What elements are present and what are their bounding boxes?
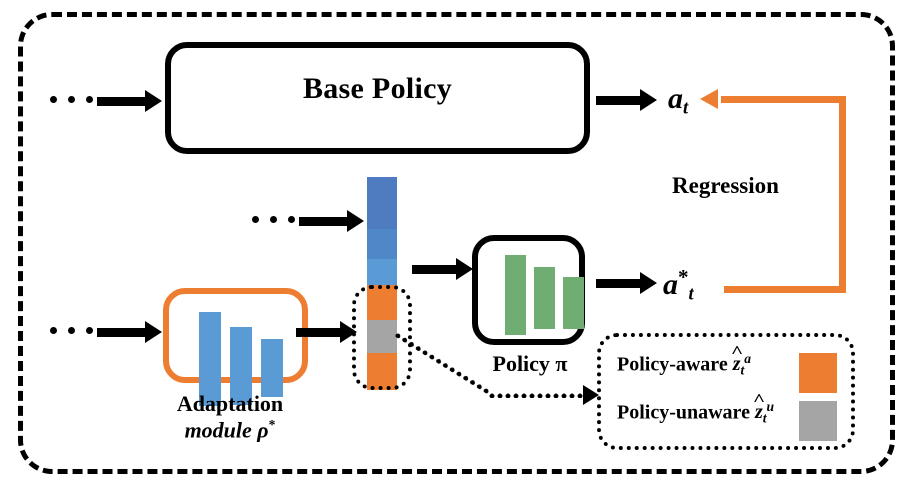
legend-symbol-subscript: t — [762, 410, 767, 426]
arrow-head — [640, 272, 657, 294]
ellipsis-dot — [270, 216, 277, 223]
arrow-into-base-policy — [97, 90, 162, 112]
legend-label: Policy-aware zta — [617, 351, 751, 378]
regression-feedback-arrow — [700, 88, 846, 293]
ellipsis-latent-input — [252, 216, 295, 223]
legend-label-text: Policy-unaware — [617, 401, 755, 424]
arrow-into-adaptation-module — [97, 321, 162, 343]
adaptation-module-label: Adaptation module ρ* — [130, 391, 330, 443]
arrow-shaft — [296, 328, 342, 337]
ellipsis-base-policy-input — [50, 96, 93, 103]
adaptation-bar-1 — [199, 312, 221, 406]
base-action-letter: a — [668, 82, 683, 115]
policy-aware-swatch — [799, 353, 837, 393]
policy-bar-2 — [534, 267, 555, 329]
blue-dark-segment — [367, 177, 397, 229]
ellipsis-dot — [288, 216, 295, 223]
legend-symbol: z — [755, 401, 763, 424]
legend-symbol: z — [733, 353, 741, 376]
adaptation-label-superscript: * — [268, 416, 276, 432]
policy-pi-box[interactable] — [472, 235, 585, 345]
arrow-into-latent-stack — [299, 210, 364, 232]
adaptation-module-box[interactable] — [163, 288, 308, 406]
legend-symbol-superscript: u — [766, 399, 775, 414]
latent-vector-stack — [367, 177, 397, 390]
base-policy-label: Base Policy — [302, 72, 453, 105]
arrow-shaft — [97, 328, 147, 337]
optimal-action-symbol: a*t — [663, 265, 694, 306]
adaptation-label-line1: Adaptation — [176, 391, 284, 416]
callout-diagonal-segment — [393, 330, 492, 395]
ellipsis-dot — [86, 327, 93, 334]
policy-pi-label: Policy π — [492, 351, 568, 376]
policy-unaware-swatch — [799, 401, 837, 441]
optimal-action-letter: a — [663, 268, 678, 302]
arrow-head — [145, 321, 162, 343]
outer-dashed-frame — [18, 12, 895, 474]
adaptation-label-line2: module ρ — [184, 416, 269, 442]
ellipsis-adaptation-input — [50, 327, 93, 334]
ellipsis-dot — [50, 327, 57, 334]
arrow-shaft — [596, 279, 642, 288]
arrow-shaft — [299, 217, 349, 226]
ellipsis-dot — [86, 96, 93, 103]
legend-label: Policy-unaware ztu — [617, 399, 774, 426]
arrow-shaft — [412, 265, 458, 274]
arrow-head — [340, 321, 357, 343]
arrow-policy-to-optimal-action — [596, 272, 658, 294]
arrow-head — [456, 258, 473, 280]
regression-arrow-head — [700, 89, 718, 109]
policy-bar-1 — [505, 255, 526, 335]
arrow-latent-to-policy — [412, 258, 474, 280]
policy-bar-3 — [563, 277, 584, 329]
legend-symbol-superscript: a — [744, 351, 752, 366]
regression-bottom-segment — [724, 286, 846, 293]
arrow-head — [640, 89, 657, 111]
base-policy-box[interactable] — [165, 42, 590, 154]
optimal-action-superscript: * — [678, 265, 689, 289]
regression-top-segment — [721, 96, 839, 103]
blue-mid-segment — [367, 229, 397, 259]
base-action-symbol: at — [668, 82, 688, 120]
arrow-base-policy-to-action — [596, 89, 658, 111]
legend-label-text: Policy-aware — [617, 353, 733, 376]
adaptation-bar-2 — [230, 327, 252, 405]
regression-label: Regression — [672, 173, 779, 198]
blue-light-segment — [367, 259, 397, 285]
optimal-action-subscript: t — [688, 283, 694, 305]
base-action-subscript: t — [683, 97, 689, 119]
ellipsis-dot — [68, 327, 75, 334]
legend-callout-connector — [393, 330, 610, 430]
arrow-head — [347, 210, 364, 232]
callout-arrow-head — [583, 385, 599, 405]
ellipsis-dot — [68, 96, 75, 103]
ellipsis-dot — [50, 96, 57, 103]
adaptation-bar-3 — [261, 339, 283, 397]
callout-horizontal-segment — [488, 392, 586, 398]
arrow-shaft — [596, 96, 642, 105]
legend-symbol-subscript: t — [740, 362, 745, 378]
arrow-adaptation-to-latent — [296, 321, 358, 343]
regression-vertical-segment — [839, 96, 846, 293]
legend-row: Policy-unaware ztu — [617, 399, 845, 426]
arrow-shaft — [97, 97, 147, 106]
arrow-head — [145, 90, 162, 112]
ellipsis-dot — [252, 216, 259, 223]
gray-segment — [367, 320, 397, 353]
legend-row: Policy-aware zta — [617, 351, 845, 378]
